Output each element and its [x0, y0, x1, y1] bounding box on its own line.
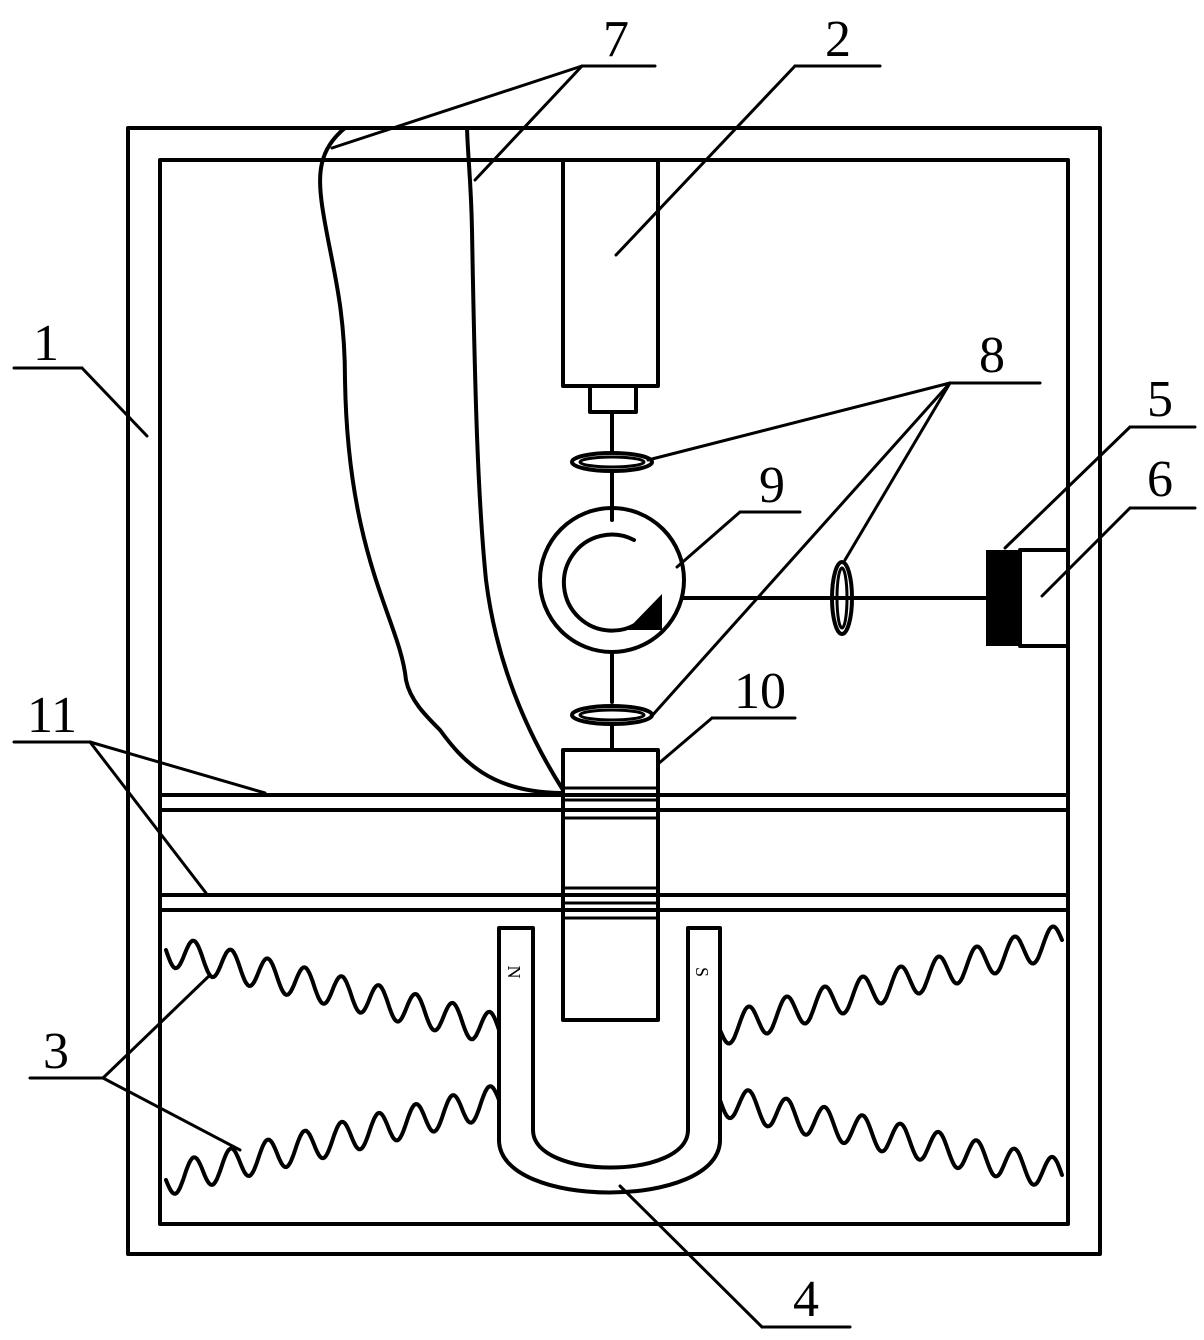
wires [318, 126, 565, 795]
rotary-disc [538, 506, 686, 704]
label-3: 3 [43, 1023, 69, 1080]
wave-spring-upper-right [718, 924, 1064, 1046]
guide-rails [158, 793, 1070, 912]
wave-spring-upper-left [164, 938, 501, 1042]
wave-spring-lower-right [718, 1088, 1064, 1187]
sliding-rod [561, 748, 660, 1022]
label-8: 8 [979, 327, 1005, 384]
wave-springs [164, 924, 1064, 1196]
label-5: 5 [1147, 371, 1173, 428]
label-7: 7 [603, 11, 629, 68]
north-pole-label: N [504, 966, 524, 979]
sensor-pad [986, 550, 1020, 646]
label-9: 9 [759, 457, 785, 514]
drive-unit [561, 158, 660, 454]
leader-lines [12, 64, 1197, 1329]
coupling-ring-lower [570, 704, 654, 752]
sensor-block [1018, 548, 1070, 648]
u-magnet: N S [497, 926, 722, 1195]
wave-spring-lower-left [164, 1084, 501, 1196]
side-shaft [682, 560, 990, 636]
label-2: 2 [825, 11, 851, 68]
label-4: 4 [793, 1271, 819, 1328]
coupling-ring-upper [570, 451, 654, 522]
label-1: 1 [33, 315, 59, 372]
south-pole-label: S [692, 967, 712, 977]
label-11: 11 [27, 687, 77, 744]
label-10: 10 [734, 663, 786, 720]
label-6: 6 [1147, 451, 1173, 508]
